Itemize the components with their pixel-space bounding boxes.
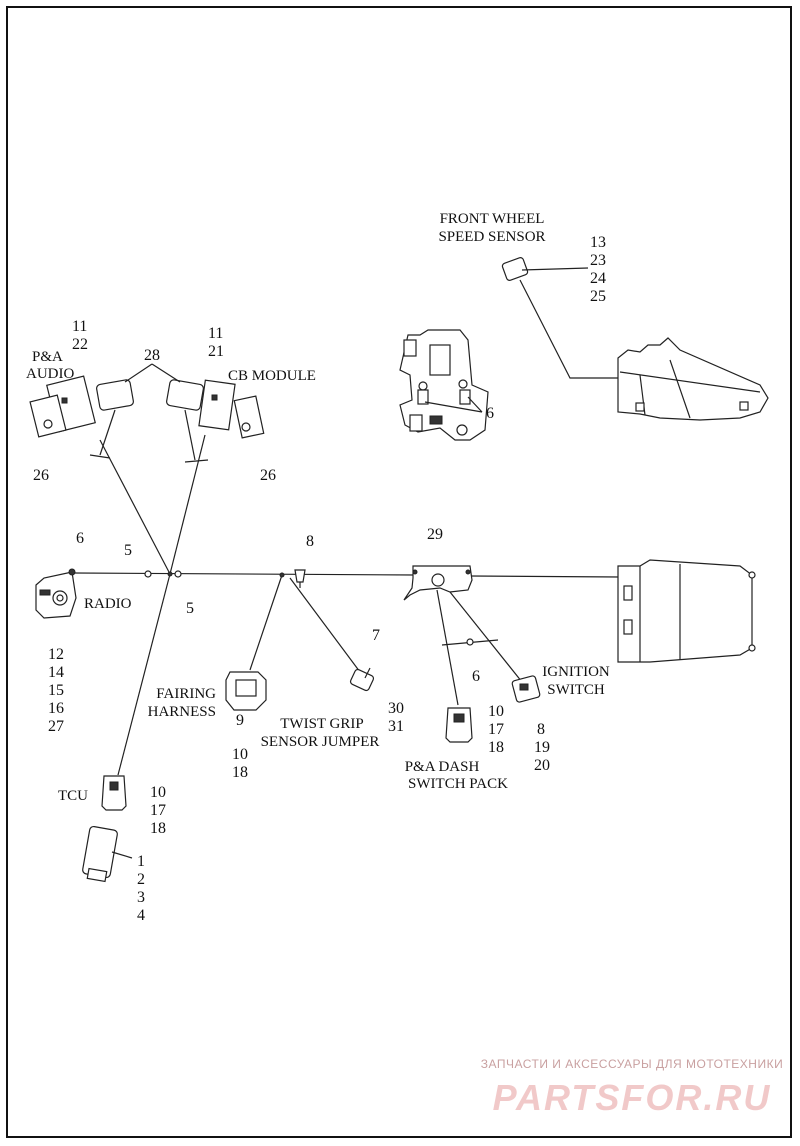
callout-pa-audio-2: 22 xyxy=(72,336,88,353)
label-twist-1: TWIST GRIP xyxy=(280,716,363,732)
callout-28: 28 xyxy=(144,347,160,364)
callout-bottom-4: 4 xyxy=(137,907,145,924)
fairing-harness-connector xyxy=(225,671,267,711)
callout-6-bracket: 6 xyxy=(486,405,494,422)
callout-tcu-2: 17 xyxy=(150,802,166,819)
ignition-switch-connector xyxy=(511,675,541,703)
fork-housing-lower xyxy=(617,559,756,663)
cb-module-connector xyxy=(198,379,265,439)
label-dash-1: P&A DASH xyxy=(405,759,480,775)
pa-audio-connector xyxy=(29,375,96,438)
label-ignition-1: IGNITION xyxy=(542,664,610,680)
label-fairing-2: HARNESS xyxy=(148,704,216,720)
fork-housing-top xyxy=(617,337,769,421)
callout-pa-audio-1: 11 xyxy=(72,318,87,335)
callout-fws-4: 25 xyxy=(590,288,606,305)
callout-7: 7 xyxy=(372,627,380,644)
callout-fws-3: 24 xyxy=(590,270,606,287)
fairing-bracket xyxy=(399,329,489,441)
callout-fws-1: 13 xyxy=(590,234,606,251)
twist-grip-sensor xyxy=(349,667,375,692)
callout-ign-3: 20 xyxy=(534,757,550,774)
callout-dash-3: 18 xyxy=(488,739,504,756)
label-tcu: TCU xyxy=(58,788,88,804)
callout-26a: 26 xyxy=(33,467,49,484)
label-cb-module: CB MODULE xyxy=(228,368,316,384)
label-pa-audio-2: AUDIO xyxy=(26,366,74,382)
callout-cb-1: 11 xyxy=(208,325,223,342)
callout-29: 29 xyxy=(427,526,443,543)
callout-ign-1: 8 xyxy=(537,721,545,738)
dash-switch-connector xyxy=(445,707,473,743)
watermark-logo: PARTSFOR.RU xyxy=(493,1077,772,1118)
callout-bottom-1: 1 xyxy=(137,853,145,870)
label-ignition-2: SWITCH xyxy=(547,682,605,698)
callout-tcu-3: 18 xyxy=(150,820,166,837)
switch-bracket-29 xyxy=(403,565,473,601)
wire-clips xyxy=(144,570,285,578)
callout-dash-1: 10 xyxy=(488,703,504,720)
callout-cb-2: 21 xyxy=(208,343,224,360)
watermark-line1: ЗАПЧАСТИ И АКСЕССУАРЫ ДЛЯ МОТОТЕХНИКИ xyxy=(481,1057,783,1071)
label-dash-2: SWITCH PACK xyxy=(408,776,508,792)
front-wheel-speed-sensor xyxy=(501,257,589,281)
label-radio: RADIO xyxy=(84,596,132,612)
callout-radio-4: 16 xyxy=(48,700,64,717)
callout-ign-2: 19 xyxy=(534,739,550,756)
callout-bottom-2: 2 xyxy=(137,871,145,888)
component-labels: FRONT WHEEL SPEED SENSOR P&A AUDIO CB MO… xyxy=(26,211,610,804)
bottom-connector xyxy=(82,825,133,883)
callout-8-top: 8 xyxy=(306,533,314,550)
callout-fairing-2: 10 xyxy=(232,746,248,763)
label-fairing-1: FAIRING xyxy=(156,686,216,702)
callout-twist-1: 30 xyxy=(388,700,404,717)
label-pa-audio-1: P&A xyxy=(32,349,63,365)
callout-radio-5: 27 xyxy=(48,718,64,735)
watermark: ЗАПЧАСТИ И АКСЕССУАРЫ ДЛЯ МОТОТЕХНИКИ PA… xyxy=(481,1057,783,1118)
callout-26b: 26 xyxy=(260,467,276,484)
callout-radio-3: 15 xyxy=(48,682,64,699)
callout-5b: 5 xyxy=(186,600,194,617)
label-front-wheel-1: FRONT WHEEL xyxy=(440,211,545,227)
label-twist-2: SENSOR JUMPER xyxy=(261,734,380,750)
label-front-wheel-2: SPEED SENSOR xyxy=(438,229,545,245)
callout-fairing-1: 9 xyxy=(236,712,244,729)
callout-twist-2: 31 xyxy=(388,718,404,735)
callout-tcu-1: 10 xyxy=(150,784,166,801)
callout-fws-2: 23 xyxy=(590,252,606,269)
tcu-connector xyxy=(101,775,127,811)
callout-radio-2: 14 xyxy=(48,664,64,681)
callout-fairing-3: 18 xyxy=(232,764,248,781)
connector-pair-28 xyxy=(89,363,209,463)
mid-clip-6 xyxy=(466,638,474,646)
harness-wires xyxy=(73,279,621,776)
callout-numbers: 13 23 24 25 11 22 11 21 28 26 26 6 6 5 5… xyxy=(33,234,606,924)
diagram-frame xyxy=(6,6,792,1138)
radio-connector xyxy=(35,568,77,619)
callout-6-radio: 6 xyxy=(76,530,84,547)
callout-6-mid: 6 xyxy=(472,668,480,685)
callout-radio-1: 12 xyxy=(48,646,64,663)
callout-5a: 5 xyxy=(124,542,132,559)
callout-dash-2: 17 xyxy=(488,721,504,738)
push-clip-8 xyxy=(294,569,306,588)
callout-bottom-3: 3 xyxy=(137,889,145,906)
